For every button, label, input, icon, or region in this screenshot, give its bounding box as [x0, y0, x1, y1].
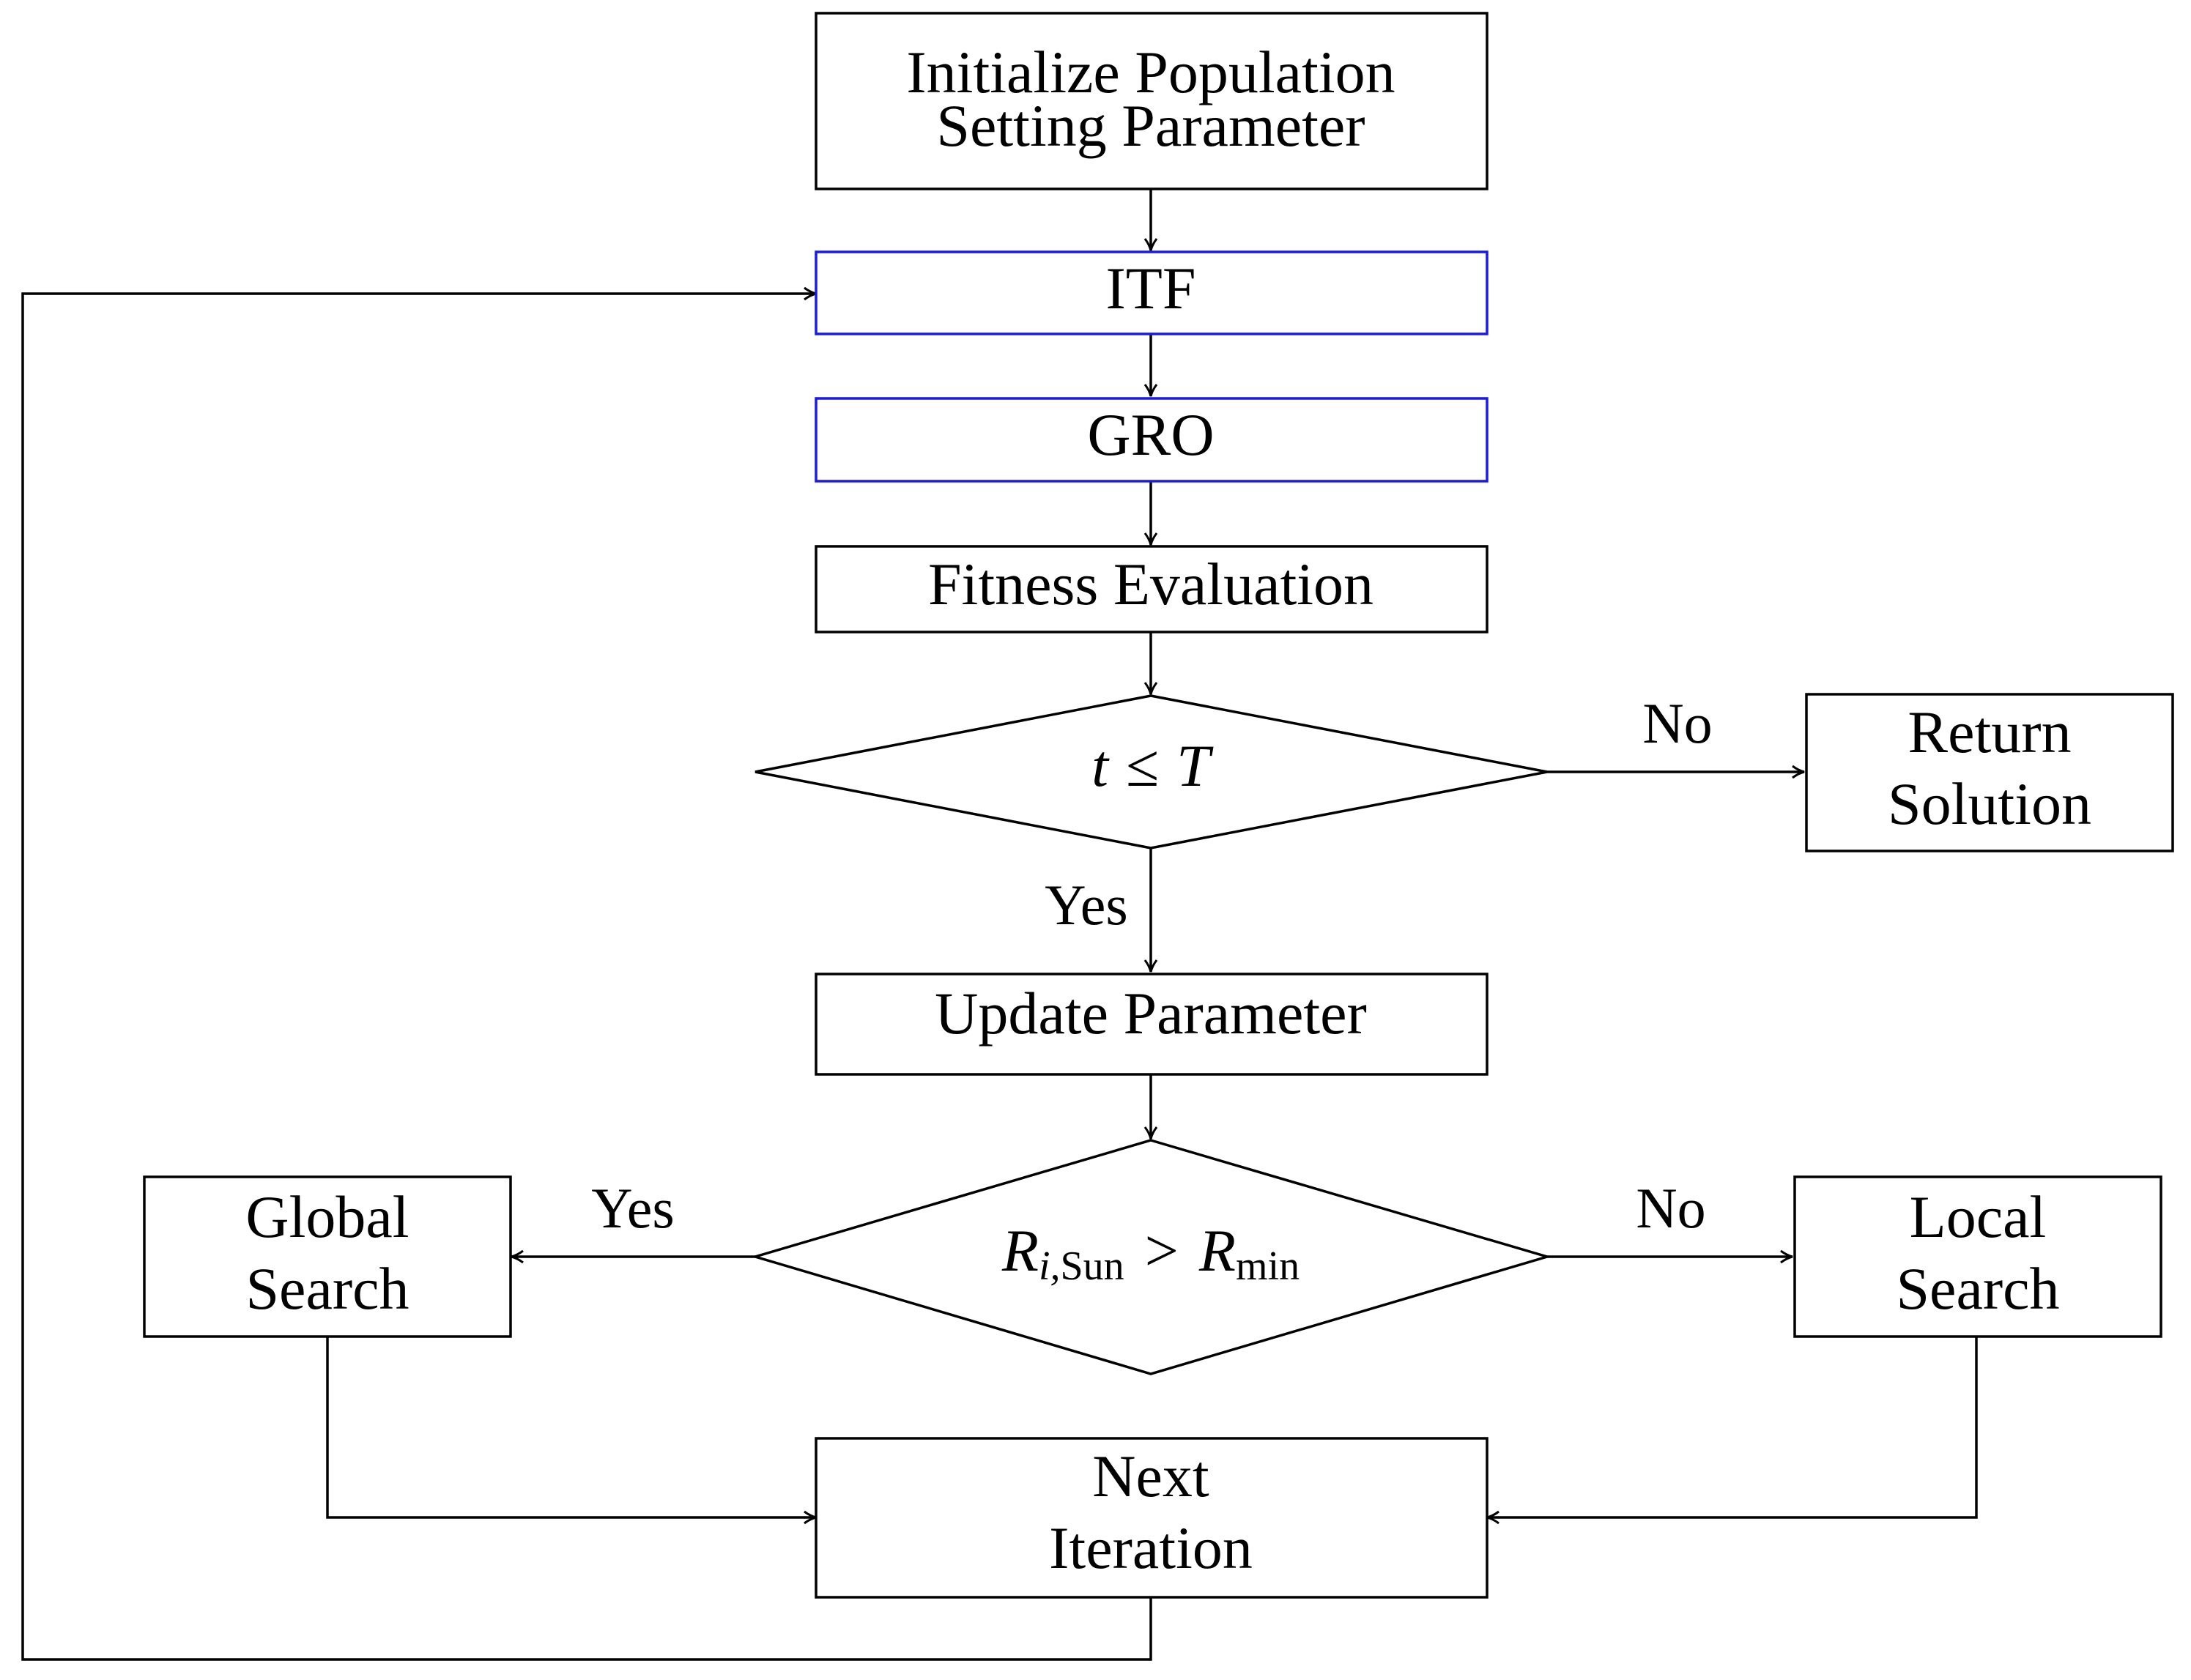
edge-local-to-next — [1486, 1337, 1978, 1525]
node-itf: ITF — [815, 250, 1489, 335]
initialize-line-1: Initialize Population — [906, 39, 1395, 105]
next-iteration-line-2: Iteration — [1049, 1514, 1253, 1581]
global-search-line-2: Search — [245, 1255, 409, 1322]
edge-label-time-yes: Yes — [1045, 873, 1128, 937]
fitness-label: Fitness Evaluation — [928, 551, 1373, 617]
local-search-line-1: Local — [1910, 1183, 2047, 1250]
condition-time-expression: t≤ T — [1091, 732, 1214, 799]
condition-time-var-t: t — [1091, 732, 1110, 799]
condition-r-operator: > — [1145, 1217, 1179, 1284]
node-initialize: Initialize Population Setting Parameter — [815, 12, 1489, 190]
condition-r-expression: Ri,Sun > Rmin — [1001, 1217, 1300, 1289]
node-next-iteration: Next Iteration — [815, 1437, 1489, 1599]
return-solution-line-1: Return — [1908, 699, 2071, 765]
next-iteration-line-1: Next — [1092, 1443, 1209, 1509]
edge-label-r-no: No — [1636, 1176, 1705, 1240]
node-fitness-evaluation: Fitness Evaluation — [815, 545, 1489, 633]
condition-time-var-T: T — [1176, 732, 1214, 799]
condition-r-var-right: R — [1198, 1217, 1236, 1284]
node-condition-time: t≤ T — [755, 694, 1548, 850]
local-search-line-2: Search — [1896, 1255, 2059, 1322]
gro-label: GRO — [1087, 401, 1214, 468]
node-global-search: Global Search — [143, 1175, 512, 1338]
node-return-solution: Return Solution — [1805, 693, 2174, 852]
node-gro: GRO — [815, 397, 1489, 483]
condition-r-subscript-index: i, — [1039, 1244, 1061, 1289]
condition-r-subscript-sun: Sun — [1061, 1244, 1124, 1289]
condition-r-subscript-min: min — [1236, 1244, 1300, 1289]
condition-time-operator: ≤ — [1126, 732, 1159, 799]
node-condition-r: Ri,Sun > Rmin — [750, 1139, 1552, 1375]
initialize-line-2: Setting Parameter — [936, 92, 1365, 159]
itf-label: ITF — [1106, 255, 1196, 321]
edge-next-loop-to-itf — [21, 286, 1152, 1661]
global-search-line-1: Global — [245, 1183, 409, 1250]
edge-label-time-no: No — [1642, 691, 1712, 755]
node-local-search: Local Search — [1793, 1175, 2162, 1338]
edges — [21, 189, 1978, 1661]
node-update-parameter: Update Parameter — [815, 973, 1489, 1076]
edge-label-r-yes: Yes — [591, 1176, 675, 1240]
edge-global-to-next — [326, 1337, 817, 1525]
condition-r-var-left: R — [1001, 1217, 1039, 1284]
update-label: Update Parameter — [935, 980, 1367, 1047]
return-solution-line-2: Solution — [1888, 770, 2091, 837]
